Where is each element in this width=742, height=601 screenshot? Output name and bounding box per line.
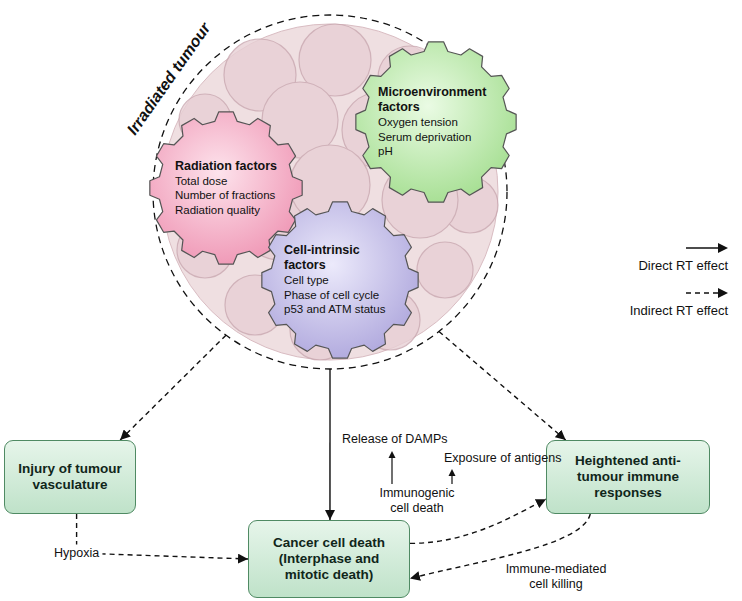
svg-part <box>417 242 473 298</box>
legend-text: Indirect RT effect <box>630 303 728 318</box>
legend-sample <box>684 242 730 254</box>
box-text: (Interphase and mitotic death) <box>257 551 401 583</box>
gear-text-group: Cell-intrinsic factorsCell typePhase of … <box>284 243 396 316</box>
box-text: Cancer cell death <box>273 535 385 551</box>
box-text: Injury of tumour vasculature <box>13 461 127 493</box>
tumour-outline: Irradiated tumourRadiation factorsTotal … <box>152 14 508 370</box>
gear-item: Phase of cell cycle <box>284 288 396 302</box>
cell-intrinsic-gear: Cell-intrinsic factorsCell typePhase of … <box>260 200 420 360</box>
indirect-effect-arrow <box>439 331 566 440</box>
gear-heading: Cell-intrinsic factors <box>284 243 396 273</box>
effect-box: Injury of tumour vasculature <box>4 440 136 514</box>
legend-arrowhead <box>718 243 728 253</box>
indirect-effect-arrow <box>120 335 226 440</box>
microenvironment-gear: Microenvironment factorsOxygen tensionSe… <box>354 40 518 204</box>
effect-box: Cancer cell death(Interphase and mitotic… <box>248 520 410 598</box>
gear-item: Number of fractions <box>175 188 277 202</box>
legend-arrowhead <box>718 288 728 298</box>
gear-outline <box>356 42 516 202</box>
edge-label: Hypoxia <box>51 545 102 562</box>
gear-item: Oxygen tension <box>378 115 494 129</box>
gear-item: pH <box>378 144 494 158</box>
indirect-effect-arrow <box>77 514 248 559</box>
legend-sample <box>684 287 730 299</box>
gear-heading: Microenvironment factors <box>378 85 494 115</box>
gear-item: p53 and ATM status <box>284 302 396 316</box>
gear-item: Radiation quality <box>175 203 277 217</box>
edge-label: Immune-mediated cell killing <box>499 561 613 593</box>
gear-text-group: Radiation factorsTotal doseNumber of fra… <box>175 159 277 217</box>
gear-item: Total dose <box>175 174 277 188</box>
svg-part <box>389 451 396 458</box>
gear-outline <box>262 202 418 358</box>
svg-part <box>449 469 456 476</box>
annotation-label: Immunogenic cell death <box>375 486 459 516</box>
legend-text: Direct RT effect <box>638 258 728 273</box>
svg-part <box>391 456 392 484</box>
annotation-label: Release of DAMPs <box>342 432 448 447</box>
effect-box: Heightened anti-tumour immune responses <box>546 440 710 514</box>
box-text: Heightened anti-tumour immune responses <box>555 453 701 502</box>
legend-line <box>686 247 720 249</box>
region-title: Irradiated tumour <box>124 20 215 139</box>
legend-line <box>686 292 720 294</box>
gear-item: Serum deprivation <box>378 130 494 144</box>
direct-effect-arrow <box>329 369 330 520</box>
gear-heading: Radiation factors <box>175 159 277 174</box>
gear-item: Cell type <box>284 273 396 287</box>
annotation-label: Exposure of antigens <box>444 451 561 466</box>
gear-text-group: Microenvironment factorsOxygen tensionSe… <box>378 85 494 158</box>
